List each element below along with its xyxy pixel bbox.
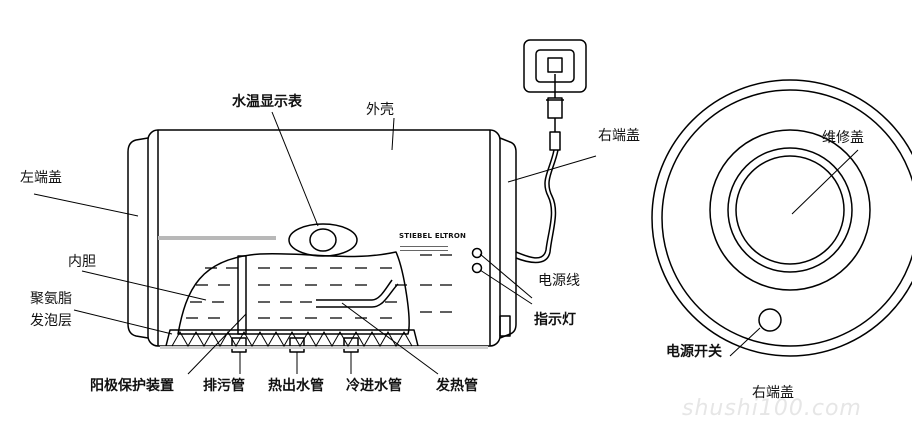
brand-subtext: [400, 246, 448, 251]
label-drain-pipe: 排污管: [203, 378, 245, 394]
brand-logo: STIEBEL ELTRON: [399, 232, 467, 240]
label-foam-line2: 发泡层: [30, 313, 72, 329]
label-inner-tank: 内胆: [68, 254, 96, 270]
label-hot-water-out: 热出水管: [268, 378, 324, 394]
label-heating-pipe: 发热管: [436, 378, 478, 394]
power-cord: [515, 149, 555, 259]
right-end-cap: [499, 137, 517, 339]
power-switch: [758, 308, 782, 332]
label-maintenance-cover: 维修盖: [822, 130, 864, 146]
indicator-light: [471, 247, 483, 259]
indicator-light: [471, 262, 483, 274]
watermark: shushi100.com: [682, 396, 862, 421]
label-left-end-cap: 左端盖: [20, 170, 62, 186]
heating-pipe: [316, 279, 399, 308]
drain-pipe: [231, 337, 247, 353]
anode-rod: [237, 255, 247, 335]
label-anode-rod: 阳极保护装置: [90, 378, 174, 394]
inner-tank: [177, 251, 410, 335]
label-outer-shell: 外壳: [366, 102, 394, 118]
label-water-temp-gauge: 水温显示表: [232, 94, 302, 110]
label-indicator-lights: 指示灯: [534, 312, 576, 328]
plug: [546, 97, 564, 119]
left-end-cap: [127, 137, 149, 339]
label-foam-line1: 聚氨脂: [30, 291, 72, 307]
maintenance-cover: [727, 147, 853, 273]
foam-layer: [165, 329, 419, 347]
leader-lines: [33, 111, 859, 375]
label-power-switch: 电源开关: [666, 344, 722, 360]
label-right-end-cap: 右端盖: [598, 128, 640, 144]
label-right-end-cap-view: 右端盖: [752, 385, 794, 401]
end-view-cap: [651, 79, 912, 357]
label-power-cord: 电源线: [538, 273, 580, 289]
label-cold-water-in: 冷进水管: [346, 378, 402, 394]
